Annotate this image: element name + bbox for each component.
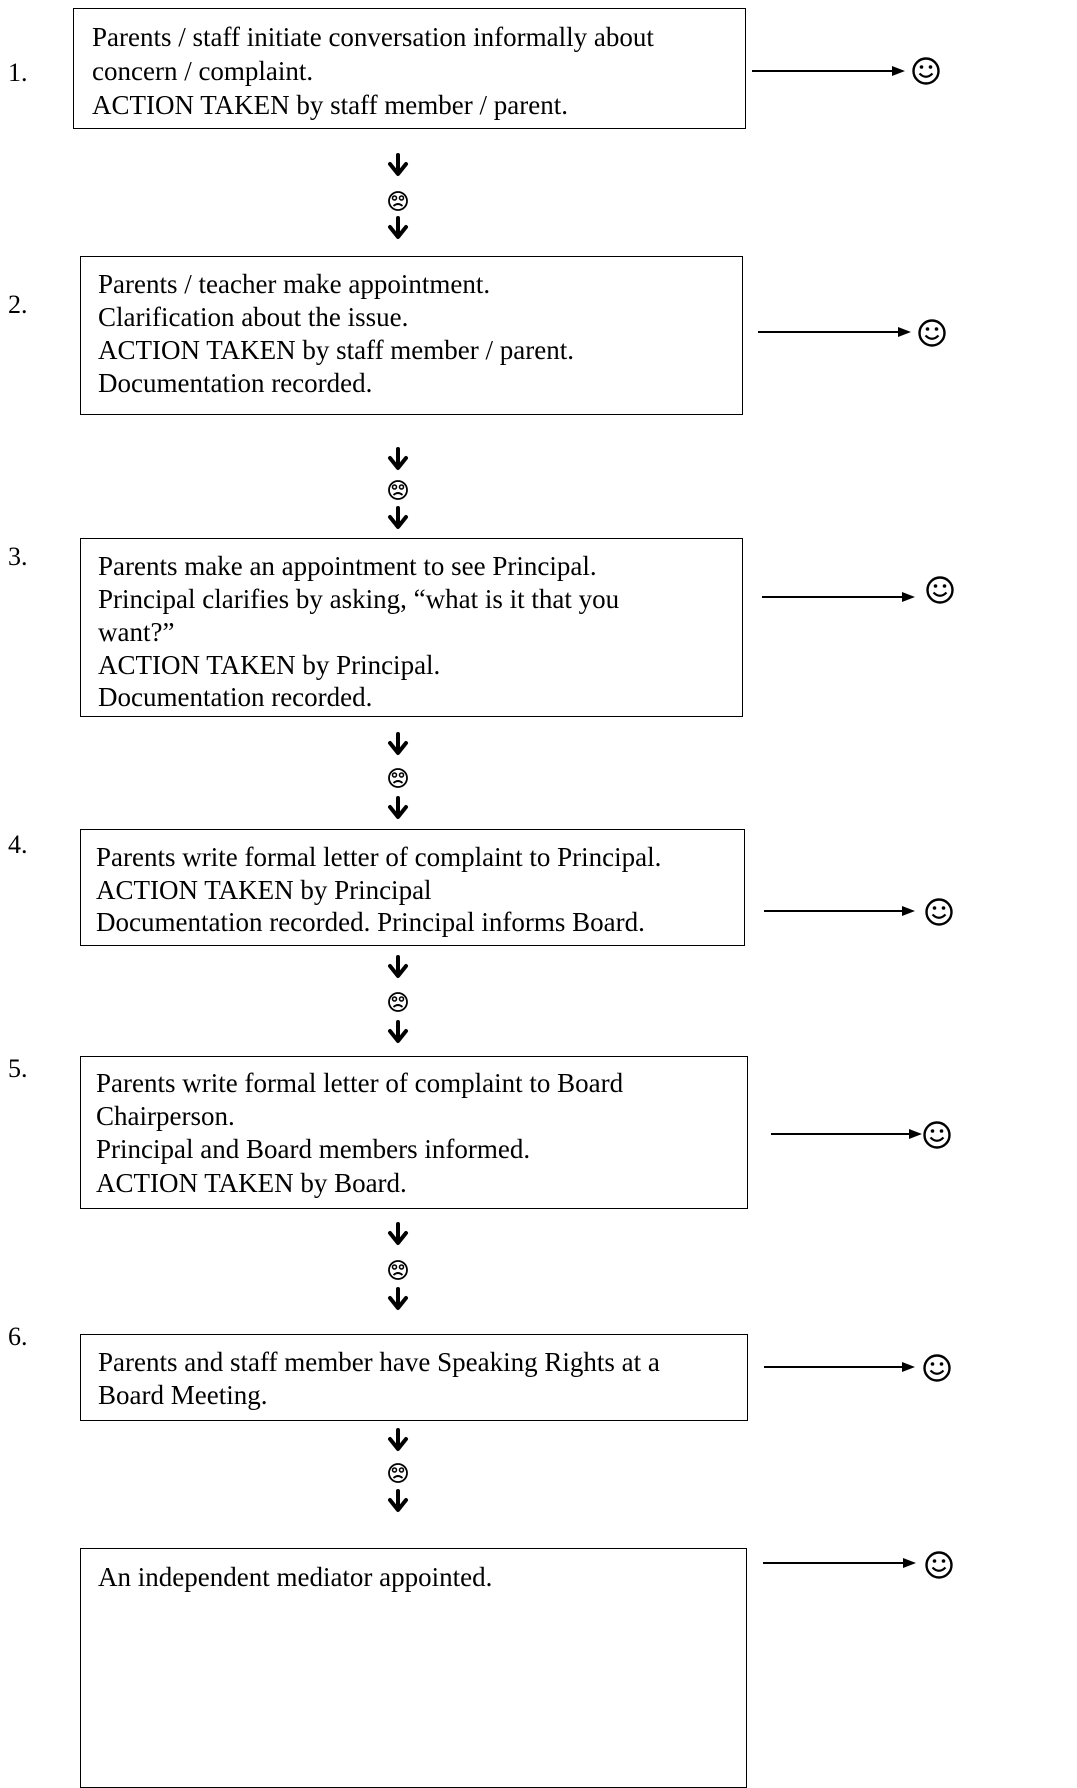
- smiley-face-icon: [918, 319, 946, 347]
- step-text-line: concern / complaint.: [92, 56, 314, 86]
- step-text-line: ACTION TAKEN by Principal: [96, 875, 432, 905]
- step-text-line: Documentation recorded.: [98, 368, 373, 398]
- down-arrow-icon: [388, 1428, 408, 1451]
- right-arrow-icon: [758, 327, 911, 337]
- step-text-line: Principal clarifies by asking, “what is …: [98, 584, 620, 614]
- down-arrow-icon: [388, 955, 408, 978]
- right-arrow-icon: [752, 66, 905, 76]
- step-text-line: Parents make an appointment to see Princ…: [98, 551, 597, 581]
- smiley-face-icon: [923, 1121, 951, 1149]
- down-arrow-icon: [388, 1020, 408, 1043]
- step-number: 4.: [8, 830, 28, 859]
- step-number: 1.: [8, 58, 28, 87]
- step-text-line: Documentation recorded.: [98, 682, 373, 712]
- step-box: Parents make an appointment to see Princ…: [80, 538, 743, 717]
- step-box: Parents / staff initiate conversation in…: [73, 8, 746, 129]
- down-arrow-icon: [388, 153, 408, 176]
- smiley-face-icon: [925, 1551, 953, 1579]
- right-arrow-icon: [771, 1129, 922, 1139]
- step-number: 3.: [8, 542, 28, 571]
- sad-face-icon: [388, 480, 408, 500]
- down-arrow-icon: [388, 506, 408, 529]
- step-text-line: Parents and staff member have Speaking R…: [98, 1347, 660, 1377]
- step-number: 5.: [8, 1054, 28, 1083]
- right-arrow-icon: [764, 906, 915, 916]
- step-box: Parents and staff member have Speaking R…: [80, 1334, 748, 1421]
- step-number: 2.: [8, 290, 28, 319]
- step-box: Parents / teacher make appointment. Clar…: [80, 256, 743, 415]
- sad-face-icon: [388, 768, 408, 788]
- down-arrow-icon: [388, 1287, 408, 1310]
- step-box: An independent mediator appointed.: [80, 1548, 747, 1788]
- sad-face-icon: [388, 1463, 408, 1483]
- smiley-face-icon: [925, 898, 953, 926]
- smiley-face-icon: [923, 1354, 951, 1382]
- step-text-line: Parents / teacher make appointment.: [98, 269, 491, 299]
- step-number: 6.: [8, 1322, 28, 1351]
- right-arrow-icon: [763, 1558, 916, 1568]
- down-arrow-icon: [388, 1222, 408, 1245]
- step-text-line: ACTION TAKEN by staff member / parent.: [98, 335, 574, 365]
- right-arrow-icon: [762, 592, 915, 602]
- step-box: Parents write formal letter of complaint…: [80, 1056, 748, 1209]
- step-text-line: ACTION TAKEN by Principal.: [98, 650, 441, 680]
- step-text-line: Parents / staff initiate conversation in…: [92, 22, 654, 52]
- down-arrow-icon: [388, 447, 408, 470]
- step-text-line: Parents write formal letter of complaint…: [96, 842, 662, 872]
- sad-face-icon: [388, 992, 408, 1012]
- step-text-line: ACTION TAKEN by Board.: [96, 1168, 407, 1198]
- down-arrow-icon: [388, 1489, 408, 1512]
- down-arrow-icon: [388, 216, 408, 239]
- step-text-line: ACTION TAKEN by staff member / parent.: [92, 90, 568, 120]
- step-text-line: Principal and Board members informed.: [96, 1134, 531, 1164]
- step-text-line: Parents write formal letter of complaint…: [96, 1068, 624, 1098]
- step-text-line: Chairperson.: [96, 1101, 235, 1131]
- right-arrow-icon: [764, 1362, 915, 1372]
- down-arrow-icon: [388, 796, 408, 819]
- step-text-line: An independent mediator appointed.: [98, 1562, 493, 1592]
- down-arrow-icon: [388, 732, 408, 755]
- smiley-face-icon: [926, 576, 954, 604]
- step-text-line: Clarification about the issue.: [98, 302, 409, 332]
- sad-face-icon: [388, 1260, 408, 1280]
- smiley-face-icon: [912, 57, 940, 85]
- step-text-line: Documentation recorded. Principal inform…: [96, 907, 645, 937]
- step-text-line: want?”: [98, 617, 175, 647]
- sad-face-icon: [388, 191, 408, 211]
- step-box: Parents write formal letter of complaint…: [80, 829, 745, 946]
- step-text-line: Board Meeting.: [98, 1380, 268, 1410]
